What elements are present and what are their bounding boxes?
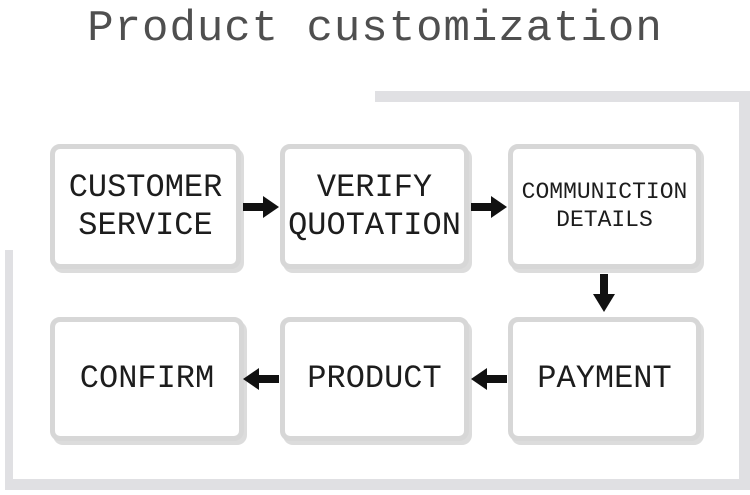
flow-step-customer-service: CUSTOMER SERVICE bbox=[50, 144, 241, 269]
flow-step-product: PRODUCT bbox=[280, 317, 469, 441]
frame-left-bar bbox=[5, 250, 13, 490]
page-title: Product customization bbox=[87, 4, 663, 54]
frame-right-bar bbox=[739, 91, 750, 490]
frame-top-bar bbox=[375, 91, 750, 102]
frame-bottom-bar bbox=[5, 479, 750, 490]
arrow-right-icon bbox=[243, 196, 279, 218]
flow-step-verify-quotation: VERIFY QUOTATION bbox=[280, 144, 469, 269]
arrow-down-icon bbox=[593, 274, 615, 312]
flow-step-confirm: CONFIRM bbox=[50, 317, 244, 441]
arrow-left-icon bbox=[471, 368, 507, 390]
arrow-right-icon bbox=[471, 196, 507, 218]
flow-step-payment: PAYMENT bbox=[508, 317, 701, 441]
flow-step-communiction-details: COMMUNICTION DETAILS bbox=[508, 144, 701, 269]
arrow-left-icon bbox=[243, 368, 279, 390]
